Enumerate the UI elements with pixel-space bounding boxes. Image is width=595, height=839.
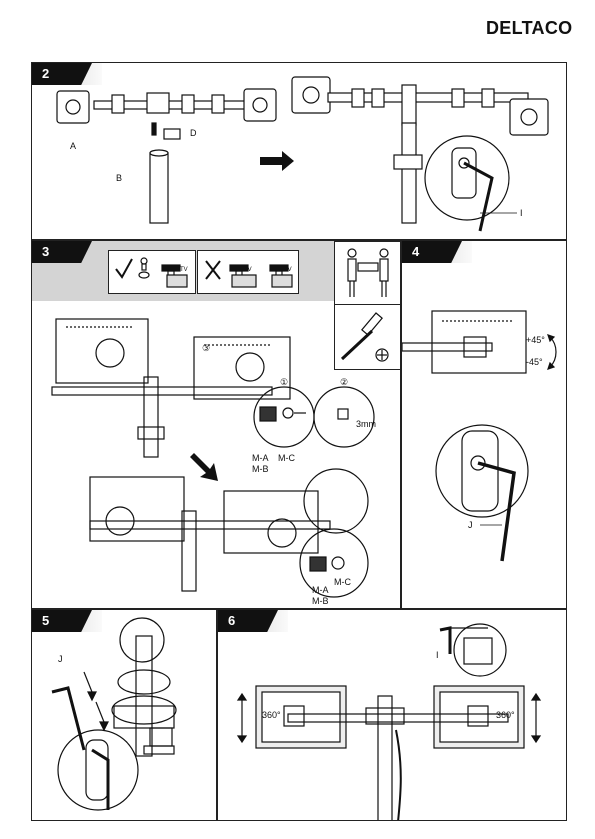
label-j-step5: J <box>58 654 63 664</box>
label-tv-2: TV <box>244 267 252 273</box>
zoom-circle-tilt <box>436 425 528 517</box>
part-d <box>164 129 180 139</box>
label-mc-bottom: M-C <box>334 577 351 587</box>
step-3-panel: 3 <box>31 240 401 609</box>
label-circle-2: ② <box>340 377 348 388</box>
label-d: D <box>190 128 197 138</box>
label-mb-top: M-B <box>252 464 269 474</box>
label-tv-1: TV <box>180 267 188 273</box>
monitor-front-left <box>90 477 184 541</box>
label-b: B <box>116 173 122 183</box>
step-5-illustration <box>32 610 217 821</box>
label-plus45: +45° <box>526 335 545 345</box>
arm-bar-top <box>52 387 272 395</box>
label-360-right: 360° <box>496 710 515 720</box>
step-2-illustration <box>32 63 567 240</box>
label-i-step6: I <box>436 650 439 660</box>
label-minus45: -45° <box>526 357 543 367</box>
label-circle-3: ③ <box>202 343 210 354</box>
step-4-panel: 4 +45° -45° J <box>401 240 567 609</box>
monitor-back-left <box>56 319 148 383</box>
label-ma-bottom: M-A <box>312 585 329 595</box>
label-circle-1: ① <box>280 377 288 388</box>
label-360-left: 360° <box>262 710 281 720</box>
label-ma-top: M-A <box>252 453 269 463</box>
label-a: A <box>70 141 76 151</box>
brand-logo: DELTACO <box>486 18 572 39</box>
step-6-panel: 6 360° 360° I <box>217 609 567 821</box>
label-mb-bottom: M-B <box>312 596 329 606</box>
step-2-panel: 2 <box>31 62 567 240</box>
label-j: J <box>468 520 473 530</box>
step-5-panel: 5 J <box>31 609 217 821</box>
label-i: I <box>520 208 523 218</box>
step-3-illustration <box>32 241 401 609</box>
label-mc-top: M-C <box>278 453 295 463</box>
pole-b <box>150 153 168 223</box>
monitor-tilt <box>432 311 526 373</box>
step-4-illustration <box>402 241 567 609</box>
label-3mm: 3mm <box>356 419 376 429</box>
label-tv-3: TV <box>284 267 292 273</box>
